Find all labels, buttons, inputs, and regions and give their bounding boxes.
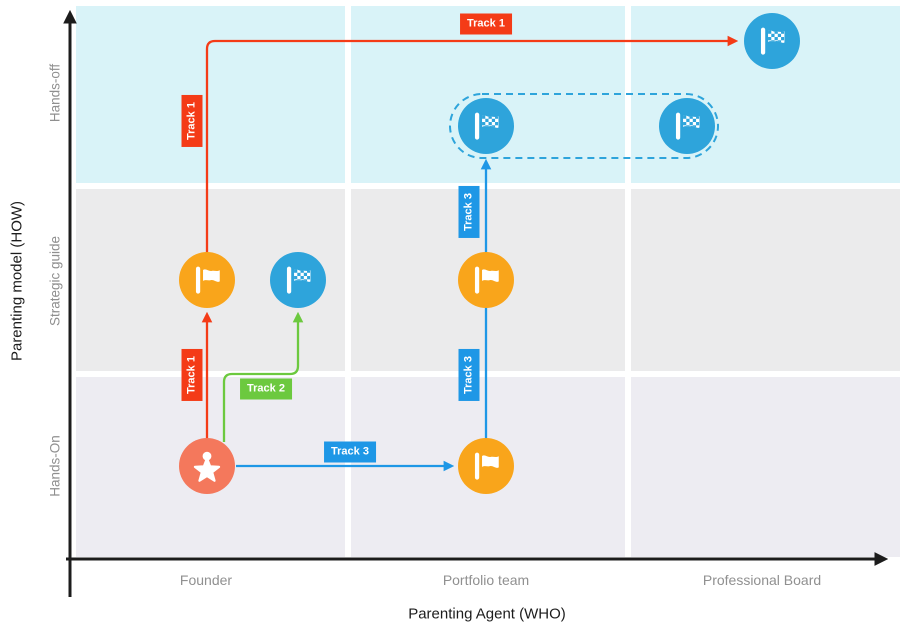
node-milestone-portfolio-hands-on xyxy=(458,438,514,494)
y-tick-hands-off: Hands-off xyxy=(47,63,63,123)
track2-label: Track 2 xyxy=(240,378,292,400)
column-divider-1 xyxy=(345,6,351,557)
track3-label-upper: Track 3 xyxy=(458,186,480,238)
y-axis-title: Parenting model (HOW) xyxy=(8,200,26,362)
node-finish-portfolio-hands-off xyxy=(458,98,514,154)
track1-label-upper: Track 1 xyxy=(181,95,203,147)
y-tick-strategic-guide: Strategic guide xyxy=(47,235,63,327)
node-finish-board-hands-off-grouped xyxy=(659,98,715,154)
flag-icon xyxy=(195,266,220,294)
flag-icon xyxy=(474,266,499,294)
y-tick-hands-on: Hands-On xyxy=(47,435,63,497)
column-divider-2 xyxy=(625,6,631,557)
x-tick-professional-board: Professional Board xyxy=(702,572,822,588)
node-finish-board-hands-off xyxy=(744,13,800,69)
group-outline-pill xyxy=(449,93,719,159)
node-milestone-founder-strategic xyxy=(179,252,235,308)
node-milestone-portfolio-strategic xyxy=(458,252,514,308)
track3-label-horizontal: Track 3 xyxy=(324,441,376,463)
track2-arrow xyxy=(222,311,304,442)
flag-icon xyxy=(474,452,499,480)
x-tick-portfolio-team: Portfolio team xyxy=(442,572,530,588)
track1-label-lower: Track 1 xyxy=(181,349,203,401)
track1-arrow-to-board xyxy=(205,35,739,254)
checkered-flag-icon xyxy=(675,112,700,140)
node-start-founder-hands-on xyxy=(179,438,235,494)
checkered-flag-icon xyxy=(286,266,311,294)
star-person-icon xyxy=(193,450,221,482)
checkered-flag-icon xyxy=(760,27,785,55)
checkered-flag-icon xyxy=(474,112,499,140)
track3-label-lower: Track 3 xyxy=(458,349,480,401)
x-axis-title: Parenting Agent (WHO) xyxy=(408,605,566,623)
track1-label-top: Track 1 xyxy=(460,13,512,35)
node-finish-founder-strategic xyxy=(270,252,326,308)
x-tick-founder: Founder xyxy=(179,572,233,588)
